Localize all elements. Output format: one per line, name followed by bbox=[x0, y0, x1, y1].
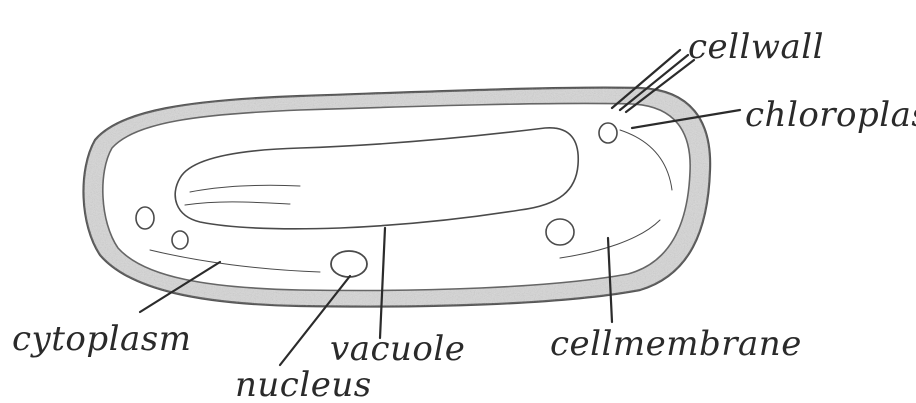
label-chloroplast: chloroplast bbox=[745, 95, 916, 135]
label-vacuole: vacuole bbox=[330, 329, 465, 369]
label-nucleus: nucleus bbox=[235, 365, 372, 403]
label-cell-wall: cellwall bbox=[688, 27, 824, 67]
label-cell-membrane: cellmembrane bbox=[550, 324, 802, 364]
cell-membrane bbox=[103, 103, 690, 290]
label-cytoplasm: cytoplasm bbox=[12, 319, 191, 359]
